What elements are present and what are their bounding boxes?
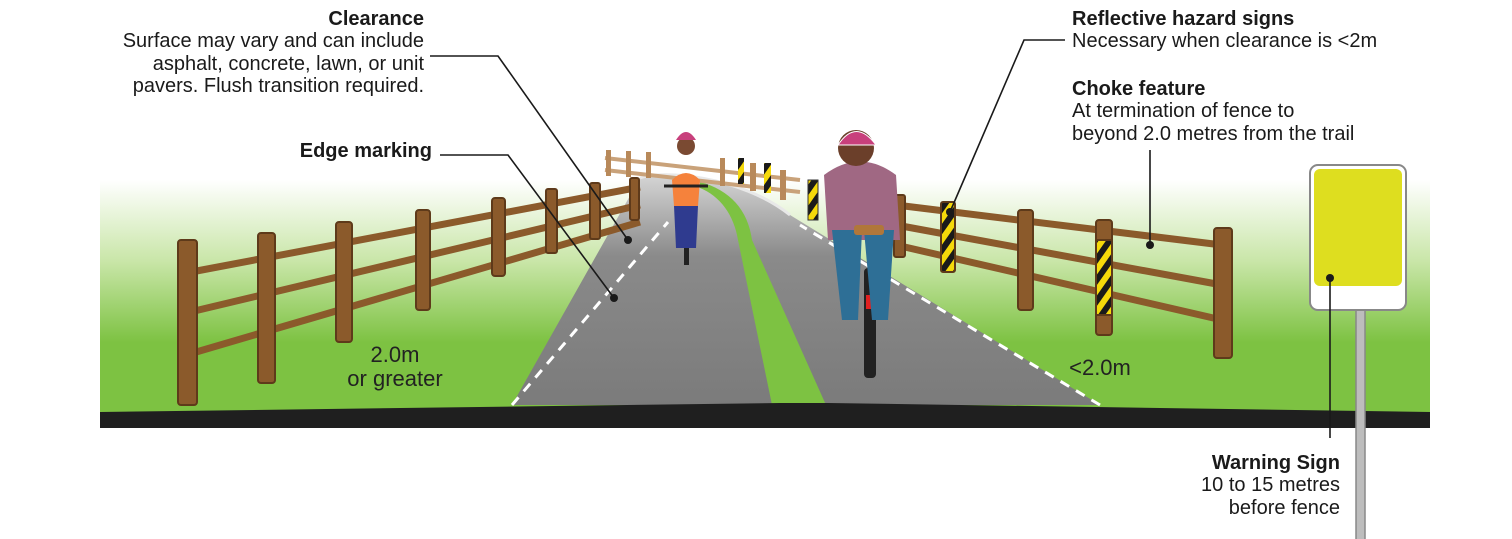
clearance-body-line-2: asphalt, concrete, lawn, or unit <box>14 53 424 75</box>
clearance-callout: Clearance Surface may vary and can inclu… <box>14 8 424 98</box>
choke-feature-callout: Choke feature At termination of fence to… <box>1072 78 1502 145</box>
reflective-hazard-signs-title: Reflective hazard signs <box>1072 8 1492 30</box>
warning-sign-body-line-2: before fence <box>1100 497 1340 519</box>
edge-marking-title: Edge marking <box>200 140 432 162</box>
reflective-hazard-signs-body: Necessary when clearance is <2m <box>1072 30 1492 52</box>
measure-right-value: <2.0m <box>1050 356 1150 380</box>
clearance-title: Clearance <box>14 8 424 30</box>
choke-feature-body-line-2: beyond 2.0 metres from the trail <box>1072 123 1502 145</box>
choke-feature-body-line-1: At termination of fence to <box>1072 100 1502 122</box>
clearance-body-line-3: pavers. Flush transition required. <box>14 75 424 97</box>
warning-sign-body-line-1: 10 to 15 metres <box>1100 474 1340 496</box>
clearance-measure-right: <2.0m <box>1050 356 1150 380</box>
edge-marking-callout: Edge marking <box>200 140 432 162</box>
warning-sign-callout: Warning Sign 10 to 15 metres before fenc… <box>1100 452 1340 519</box>
reflective-hazard-signs-callout: Reflective hazard signs Necessary when c… <box>1072 8 1492 53</box>
warning-sign-title: Warning Sign <box>1100 452 1340 474</box>
choke-feature-title: Choke feature <box>1072 78 1502 100</box>
clearance-measure-left: 2.0m or greater <box>330 343 460 391</box>
measure-left-line-2: or greater <box>330 367 460 391</box>
clearance-body-line-1: Surface may vary and can include <box>14 30 424 52</box>
measure-left-line-1: 2.0m <box>330 343 460 367</box>
